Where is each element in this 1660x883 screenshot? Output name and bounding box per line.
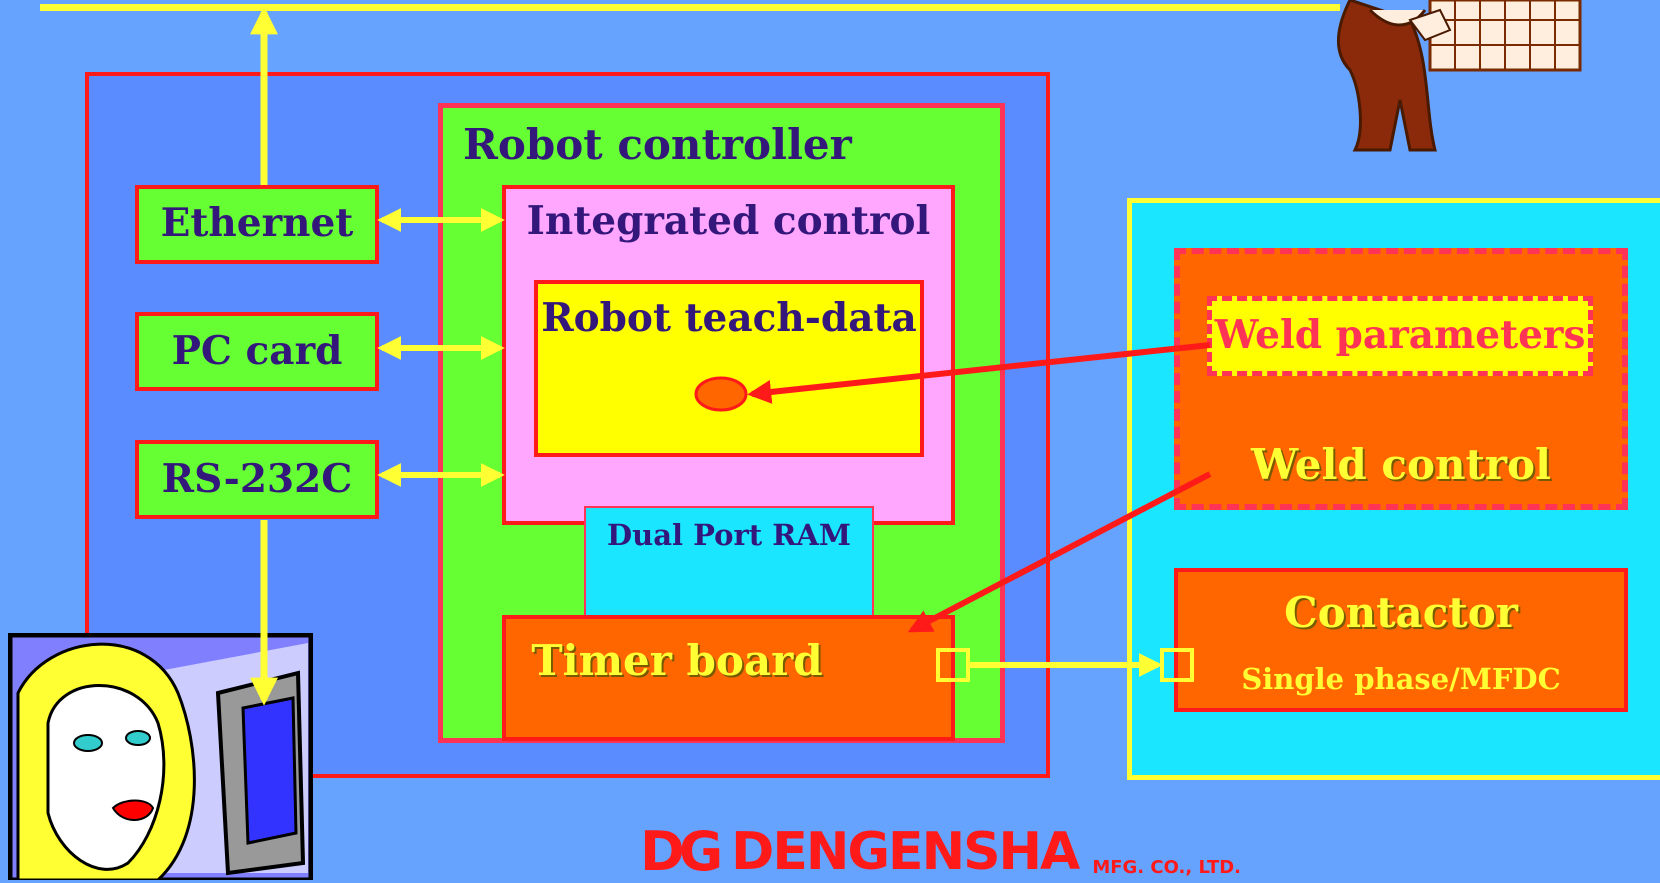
dual-port-ram-label: Dual Port RAM (607, 518, 851, 552)
teach-data-point (694, 376, 748, 412)
logo-name: DENGENSHA (731, 822, 1080, 882)
logo-mark: DG (640, 820, 723, 883)
teach-data-box (534, 280, 924, 457)
teach-data-title: Robot teach-data (541, 295, 917, 341)
weld-control-box (1174, 248, 1628, 510)
weld-control-label: Weld control (1250, 440, 1552, 489)
rs232c-box (135, 440, 379, 519)
weld-parameters-box (1207, 296, 1593, 376)
dengensha-logo: DG DENGENSHA MFG. CO., LTD. (640, 820, 1242, 883)
integrated-control-title: Integrated control (526, 198, 931, 244)
ethernet-label: Ethernet (160, 200, 354, 246)
logo-suffix: MFG. CO., LTD. (1092, 857, 1242, 878)
businessman-illustration (1336, 0, 1582, 152)
rs232c-label: RS-232C (161, 456, 353, 502)
weld-parameters-arrow (747, 342, 1211, 404)
contactor-box (1174, 568, 1628, 712)
contactor-title: Contactor (1284, 588, 1518, 637)
pc-card-label: PC card (171, 328, 343, 374)
top-network-line (40, 4, 1340, 11)
timer-port (936, 648, 970, 682)
weld-parameters-label: Weld parameters (1214, 312, 1586, 358)
timer-board-box (502, 615, 955, 741)
timer-board-label: Timer board (531, 636, 823, 685)
ethernet-box (135, 185, 379, 264)
weld-control-arrow (907, 471, 1212, 633)
robot-controller-title: Robot controller (463, 120, 852, 169)
contactor-port (1160, 648, 1194, 682)
pc-card-box (135, 312, 379, 391)
contactor-subtitle: Single phase/MFDC (1241, 662, 1561, 696)
